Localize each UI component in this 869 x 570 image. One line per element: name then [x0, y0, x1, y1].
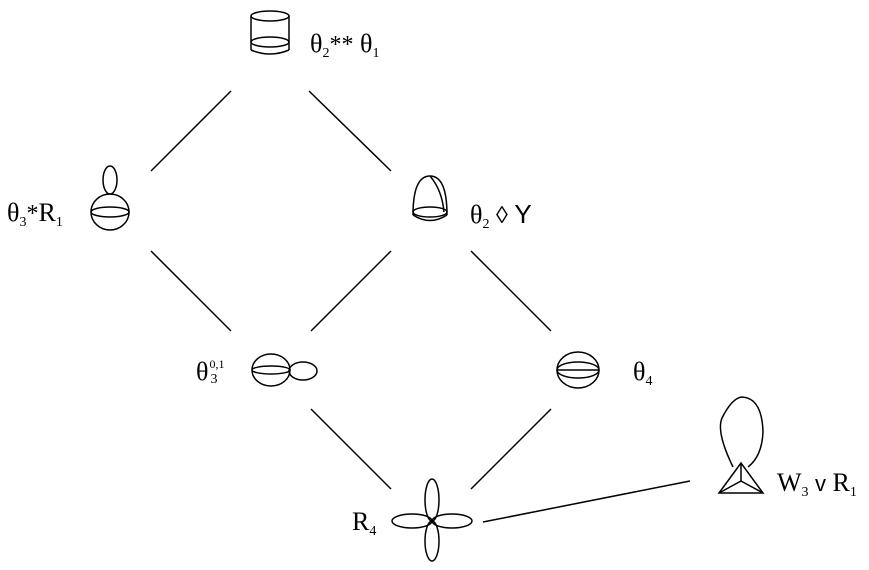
sphere-with-lobe-figure	[251, 353, 318, 387]
edge-left-center	[150, 250, 232, 332]
sphere-with-loop-figure	[90, 165, 130, 231]
edge-center-bottom	[310, 408, 392, 490]
label-bottom: R4	[352, 507, 377, 539]
edge-rightmid-center	[310, 250, 392, 332]
tetrahedron-with-loop-figure	[717, 396, 765, 494]
label-right-mid: θ2 ◊ Y	[470, 199, 532, 232]
four-petal-figure	[391, 478, 473, 562]
edge-top-right	[308, 90, 392, 172]
label-top: θ2** θ1	[310, 29, 380, 61]
label-right: θ4	[633, 357, 653, 389]
label-left-mid: θ3*R1	[7, 198, 63, 230]
cylinder-figure	[250, 10, 290, 55]
dome-figure	[412, 175, 448, 222]
edge-right-bottom	[470, 408, 552, 490]
edge-rightmid-right	[470, 250, 552, 332]
banded-sphere-figure	[556, 351, 600, 389]
edge-bottom-farright	[482, 480, 691, 523]
edge-top-left	[150, 90, 232, 172]
label-far-right: W3 v R1	[777, 468, 857, 500]
